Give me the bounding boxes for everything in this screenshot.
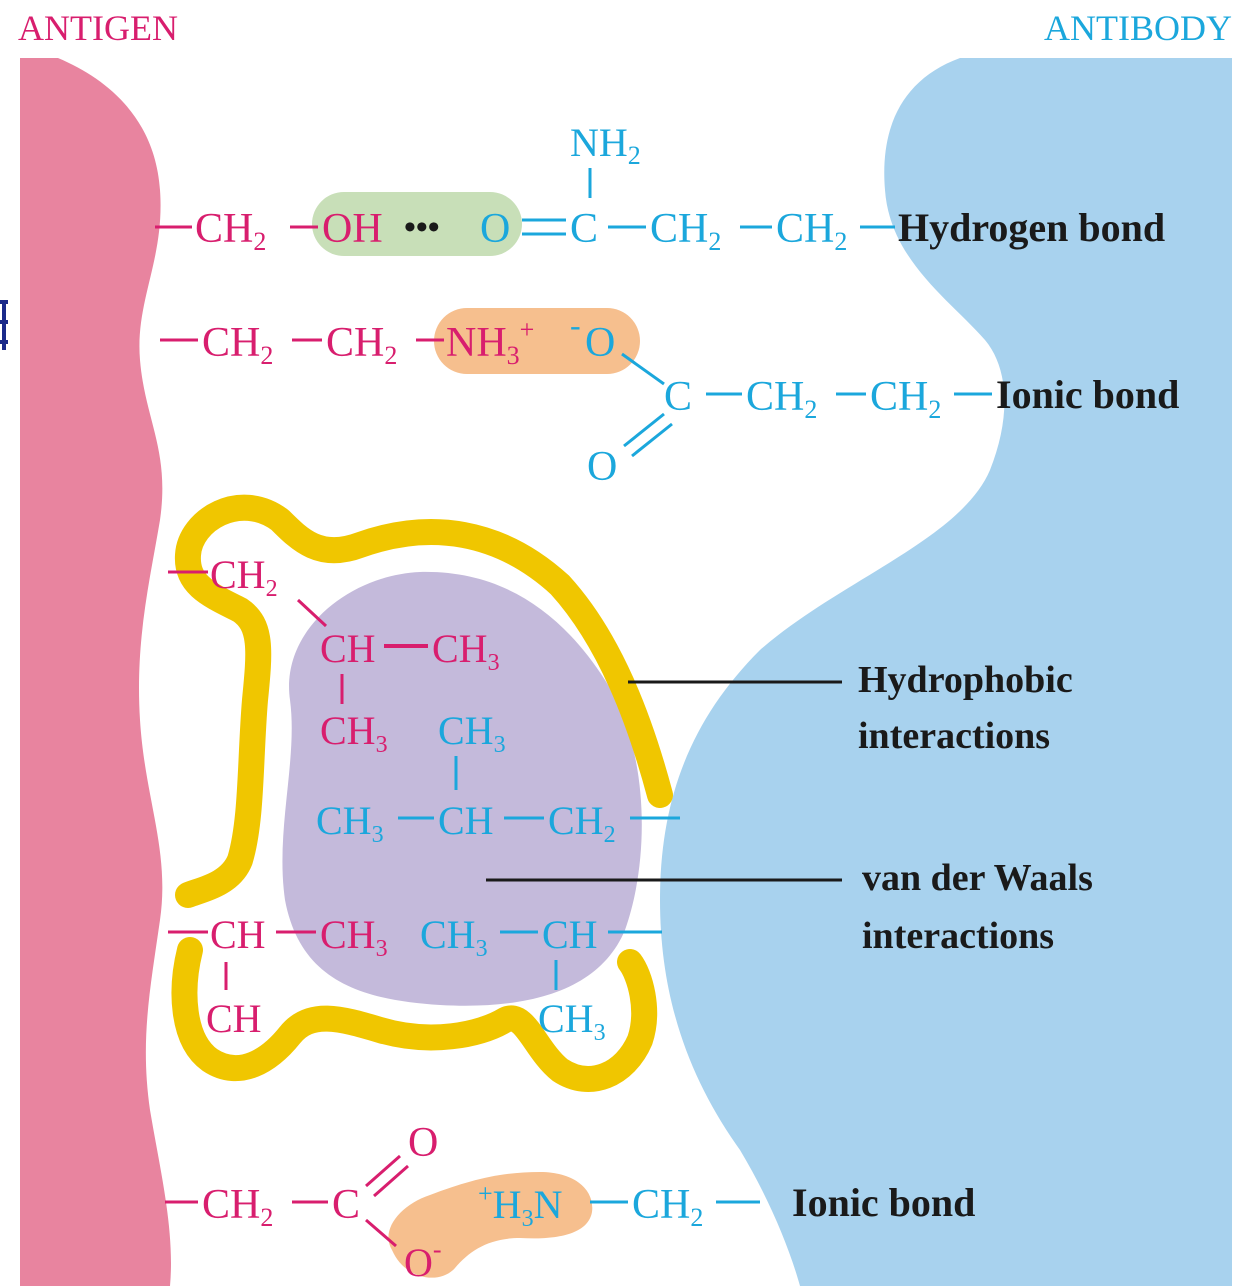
ionic-bond-label-bottom: Ionic bond [792,1180,975,1225]
hp-antibody-ch2-r: CH2 [548,798,616,848]
antibody-surface [660,58,1232,1286]
h-antigen-oh: OH [322,206,383,252]
h-antibody-o: O [480,206,510,252]
hp-antibody-ch3-l: CH3 [316,798,384,848]
bond-line [621,352,665,386]
hp-antibody-ch-m: CH [438,798,494,843]
antibody-heading: ANTIBODY [1044,8,1232,48]
h-antibody-ch2b: CH2 [776,206,847,256]
hydrogen-dots: ••• [404,209,440,246]
vdw-region [282,571,642,1006]
vdw-label-2: interactions [862,915,1054,957]
ib-antigen-o: O [408,1120,438,1166]
ib-antibody-h3n: +H3N [478,1179,562,1232]
ionic-bond-highlight-bottom [388,1172,593,1278]
bond-line [296,598,328,628]
it-antibody-o1: O [585,320,615,366]
hydrogen-bond-label: Hydrogen bond [898,205,1165,250]
hydrophobic-ribbon [174,494,673,908]
hp-antibody-ch-b: CH [542,912,598,957]
double-bond-line [365,1154,401,1188]
double-bond-line [373,1164,409,1198]
h-antibody-c: C [570,206,598,252]
ib-antibody-ch2: CH2 [632,1182,703,1232]
ionic-bond-label-top: Ionic bond [996,372,1179,417]
h-antigen-ch2: CH2 [195,206,266,256]
it-antigen-nh3: NH3+ [446,315,534,370]
hp-antigen-ch3-a: CH3 [432,626,500,676]
it-antibody-ch2a: CH2 [746,374,817,424]
it-antibody-o2: O [587,444,617,490]
double-bond-line [623,412,665,448]
hp-antigen-ch3-b: CH3 [320,708,388,758]
ionic-bond-highlight-top [434,308,640,374]
ib-antigen-c: C [332,1182,360,1228]
it-antigen-ch2a: CH2 [202,320,273,370]
it-antibody-ch2b: CH2 [870,374,941,424]
ib-antigen-o-minus: O- [404,1235,442,1285]
hp-antigen-ch-c: CH [206,996,262,1041]
it-antibody-c: C [664,374,692,420]
bond-line [365,1218,397,1248]
hydrophobic-label-1: Hydrophobic [858,659,1073,701]
hydrophobic-label-2: interactions [858,715,1050,757]
hp-antibody-ch3-top: CH3 [438,708,506,758]
h-antibody-ch2a: CH2 [650,206,721,256]
double-bond-line [631,422,673,458]
hp-antibody-ch3-bot: CH3 [538,996,606,1046]
hp-antibody-ch3-a: CH3 [420,912,488,962]
hydrogen-bond-highlight [312,192,522,256]
ib-antigen-ch2: CH2 [202,1182,273,1232]
vdw-label-1: van der Waals [862,857,1093,899]
it-antigen-ch2b: CH2 [326,320,397,370]
h-antibody-nh2: NH2 [570,120,641,170]
it-antibody-minus: - [570,307,581,343]
hydrophobic-ribbon [171,937,658,1092]
antigen-heading: ANTIGEN [18,8,178,48]
hp-antigen-ch3-c: CH3 [320,912,388,962]
hp-antigen-ch-b: CH [210,912,266,957]
hp-antigen-ch-a: CH [320,626,376,671]
edge-mark [2,300,6,350]
hp-antigen-ch2: CH2 [210,552,278,602]
antigen-surface [20,58,171,1286]
